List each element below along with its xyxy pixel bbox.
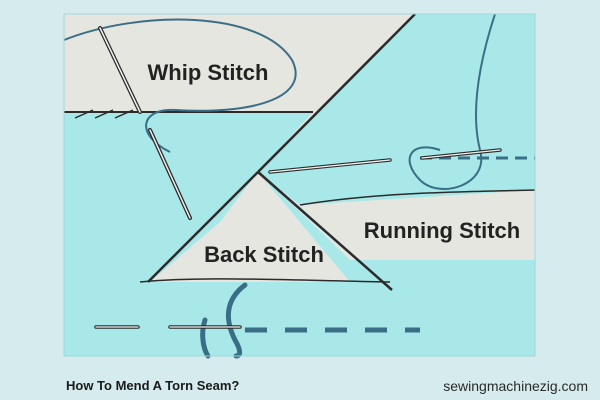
caption-title: How To Mend A Torn Seam? (66, 378, 240, 393)
back-paper (150, 172, 350, 282)
whip-stitch-label: Whip Stitch (148, 60, 269, 85)
needle-icon (268, 158, 392, 174)
back-thread-icon (200, 282, 248, 359)
back-fabric-edge (139, 278, 391, 283)
running-fabric-edge (299, 189, 536, 206)
needle-icon (98, 26, 142, 114)
illustration-frame (63, 13, 536, 357)
back-stitch-label: Back Stitch (204, 242, 324, 267)
caption-site-link[interactable]: sewingmachinezig.com (443, 378, 588, 394)
divider-line (257, 13, 416, 173)
running-paper (300, 190, 535, 260)
needle-icon (148, 128, 192, 220)
running-stitch-label: Running Stitch (364, 218, 520, 243)
whip-stitch-panel: Whip Stitch (63, 14, 415, 222)
divider-line (147, 171, 259, 283)
whip-stitch-marks (74, 109, 134, 119)
needle-icon (420, 148, 502, 160)
running-stitch-panel: Running Stitch (258, 13, 536, 260)
running-thread-icon (408, 13, 496, 190)
back-stitch-panel: Back Stitch (64, 172, 535, 359)
whip-fabric (64, 112, 313, 222)
whip-thread-icon (63, 18, 297, 153)
divider-line (257, 171, 393, 291)
